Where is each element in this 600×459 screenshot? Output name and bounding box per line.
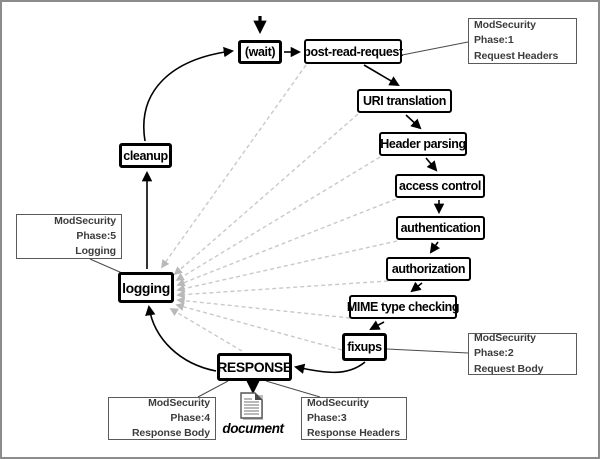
- callout-modsecurity-phase2: ModSecurity Phase:2 Request Body: [468, 332, 577, 375]
- callout-connector-lines: [89, 41, 469, 398]
- node-cleanup: cleanup: [119, 143, 172, 168]
- node-logging: logging: [118, 272, 174, 303]
- connector-fixups-phase2: [386, 348, 469, 354]
- callout-phase2-title: ModSecurity Phase:2: [474, 332, 536, 360]
- node-wait-label: (wait): [244, 45, 276, 59]
- node-authentication-label: authentication: [400, 221, 481, 235]
- node-access-control-label: access control: [399, 179, 481, 193]
- document-label: document: [222, 421, 284, 436]
- node-logging-label: logging: [122, 279, 170, 296]
- flow-arrows: [141, 16, 445, 395]
- node-post-read-request-label: post-read-request: [303, 44, 403, 59]
- response-to-logging-arrow: [145, 304, 217, 372]
- node-post-read-request: post-read-request: [303, 39, 403, 64]
- connector-postread-phase1: [401, 41, 469, 56]
- connector-response-phase4: [197, 380, 229, 398]
- connector-phase5-logging: [89, 258, 123, 274]
- callout-phase5-subtitle: Logging: [75, 245, 116, 258]
- node-fixups-label: fixups: [347, 340, 382, 354]
- connector-response-phase3: [265, 380, 321, 398]
- callout-modsecurity-phase3: ModSecurity Phase:3 Response Headers: [301, 397, 407, 440]
- node-mime-type-checking: MIME type checking: [346, 295, 460, 319]
- callout-phase3-title: ModSecurity Phase:3: [307, 396, 369, 424]
- node-wait: (wait): [238, 40, 282, 64]
- callout-modsecurity-phase1: ModSecurity Phase:1 Request Headers: [468, 18, 577, 64]
- callout-phase5-title: ModSecurity Phase:5: [54, 214, 116, 242]
- node-fixups: fixups: [342, 333, 387, 361]
- fixups-to-response-arrow: [293, 361, 366, 374]
- node-cleanup-label: cleanup: [123, 148, 168, 163]
- callout-modsecurity-phase4: ModSecurity Phase:4 Response Body: [108, 397, 216, 440]
- callout-phase4-subtitle: Response Body: [131, 427, 210, 440]
- node-response: RESPONSE: [217, 353, 292, 381]
- callout-modsecurity-phase5: ModSecurity Phase:5 Logging: [16, 214, 122, 259]
- node-authorization: authorization: [386, 257, 471, 281]
- callout-phase2-subtitle: Request Body: [474, 362, 544, 375]
- logging-fan-in-dashed-arrows: [161, 64, 398, 352]
- cleanup-to-wait-arrow: [143, 46, 235, 142]
- document-icon: [240, 392, 263, 420]
- node-uri-translation: URI translation: [357, 89, 452, 113]
- node-header-parsing-label: Header parsing: [380, 137, 466, 151]
- callout-phase1-subtitle: Request Headers: [474, 49, 559, 62]
- callout-phase3-subtitle: Response Headers: [307, 427, 400, 440]
- node-access-control: access control: [395, 174, 485, 198]
- callout-phase1-title: ModSecurity Phase:1: [474, 19, 536, 47]
- callout-phase4-title: ModSecurity Phase:4: [148, 396, 210, 424]
- node-response-label: RESPONSE: [217, 359, 292, 375]
- node-authorization-label: authorization: [391, 262, 466, 276]
- node-header-parsing: Header parsing: [379, 132, 467, 156]
- node-authentication: authentication: [396, 216, 485, 240]
- node-uri-translation-label: URI translation: [363, 94, 446, 108]
- node-mime-type-checking-label: MIME type checking: [346, 300, 460, 314]
